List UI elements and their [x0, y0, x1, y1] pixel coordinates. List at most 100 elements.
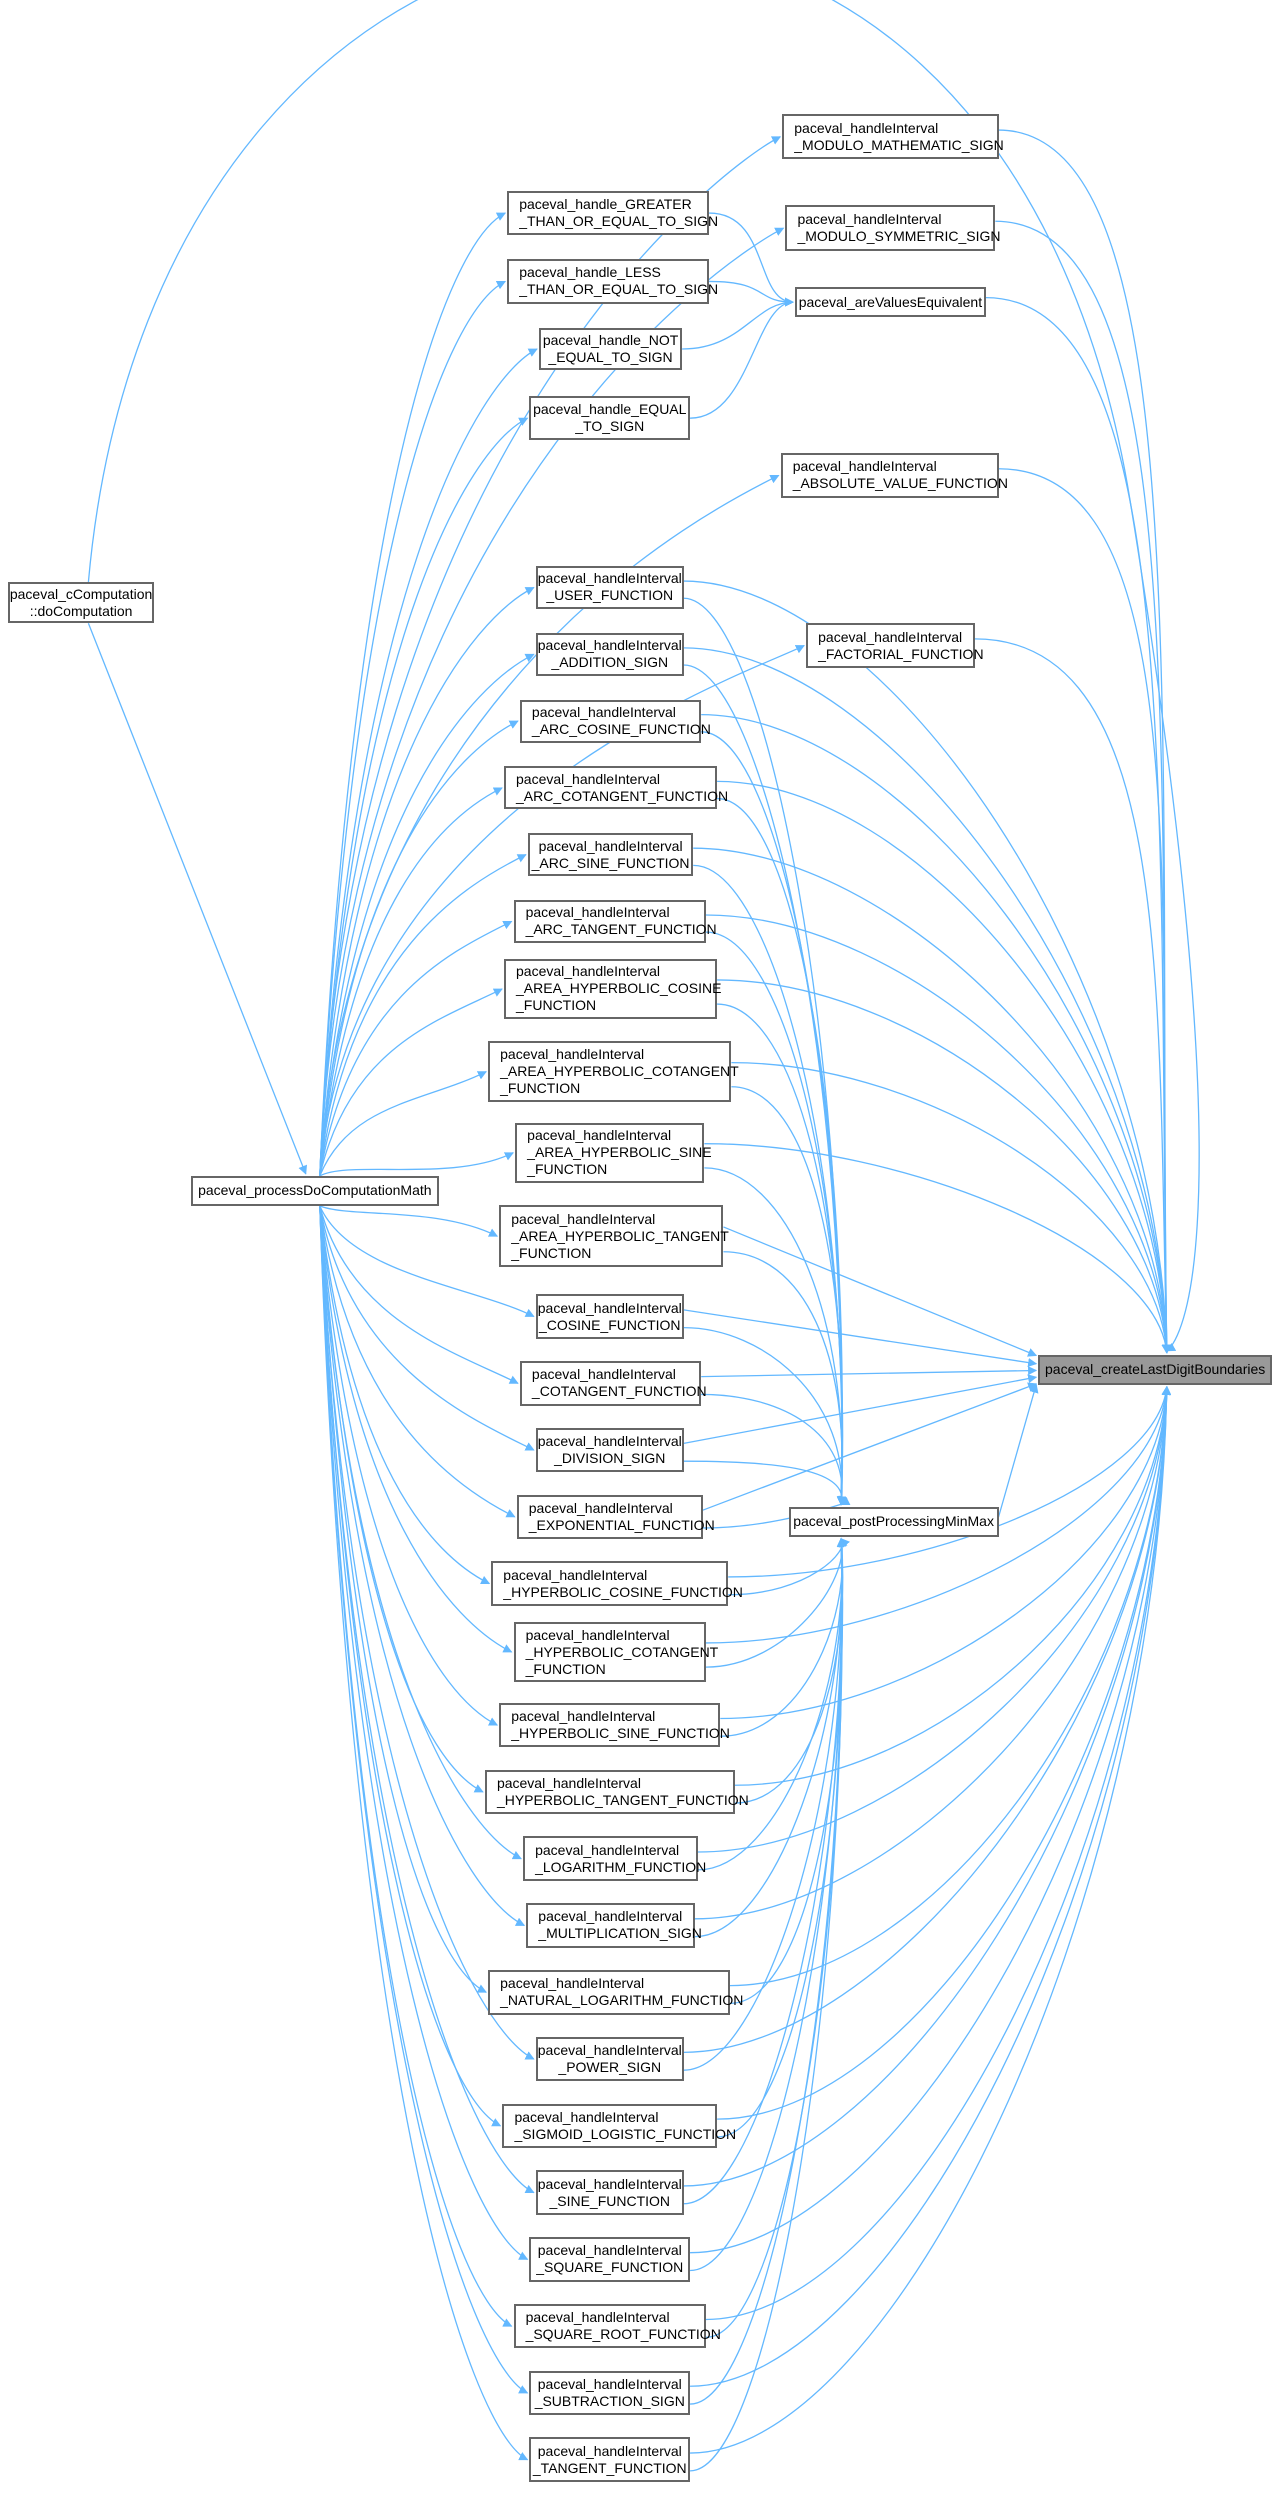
edge-tan-to-post-processing: [690, 1537, 846, 2472]
node-label-line: paceval_handleInterval: [525, 904, 670, 921]
edge-sin-to-post-processing: [683, 1537, 846, 2205]
node-exp[interactable]: paceval_handleInterval_EXPONENTIAL_FUNCT…: [516, 1494, 715, 1540]
node-label-line: _POWER_SIGN: [558, 2059, 662, 2076]
node-label-line: _EQUAL_TO_SIGN: [548, 348, 673, 365]
node-fact[interactable]: paceval_handleInterval_FACTORIAL_FUNCTIO…: [806, 623, 984, 668]
edge-log-to-post-processing: [698, 1537, 847, 1871]
edge-acosh-to-target: [717, 979, 1171, 1354]
edge-process-to-pow: [319, 1205, 535, 2060]
node-process[interactable]: paceval_processDoComputationMath: [190, 1175, 439, 1206]
node-cot[interactable]: paceval_handleInterval_COTANGENT_FUNCTIO…: [519, 1361, 707, 1406]
edge-cot-to-target: [701, 1366, 1038, 1378]
node-div[interactable]: paceval_handleInterval_DIVISION_SIGN: [535, 1427, 684, 1473]
node-tan[interactable]: paceval_handleInterval_TANGENT_FUNCTION: [529, 2437, 691, 2482]
node-cosh[interactable]: paceval_handleInterval_HYPERBOLIC_COSINE…: [491, 1561, 743, 1606]
node-asin[interactable]: paceval_handleInterval_ARC_SINE_FUNCTION: [527, 833, 694, 877]
node-post[interactable]: paceval_postProcessingMinMax: [788, 1506, 999, 1537]
node-pow[interactable]: paceval_handleInterval_POWER_SIGN: [535, 2036, 684, 2082]
edge-process-to-sq: [319, 1205, 529, 2260]
node-label-line: _NATURAL_LOGARITHM_FUNCTION: [500, 1992, 744, 2009]
edge-process-to-sqrt: [319, 1205, 513, 2327]
node-greater[interactable]: paceval_handle_GREATER_THAN_OR_EQUAL_TO_…: [507, 190, 718, 236]
node-label-line: _SQUARE_FUNCTION: [536, 2259, 684, 2276]
edge-cosh-to-target: [728, 1385, 1171, 1578]
edge-mul-to-post-processing: [694, 1537, 847, 1938]
node-tanh[interactable]: paceval_handleInterval_HYPERBOLIC_TANGEN…: [484, 1769, 749, 1815]
node-sub[interactable]: paceval_handleInterval_SUBTRACTION_SIGN: [529, 2370, 691, 2416]
node-label-line: _LOGARITHM_FUNCTION: [535, 1858, 707, 1875]
node-label-line: _SQUARE_ROOT_FUNCTION: [525, 2326, 721, 2343]
node-less[interactable]: paceval_handle_LESS_THAN_OR_EQUAL_TO_SIG…: [507, 259, 718, 304]
node-sq[interactable]: paceval_handleInterval_SQUARE_FUNCTION: [529, 2237, 691, 2282]
node-log[interactable]: paceval_handleInterval_LOGARITHM_FUNCTIO…: [523, 1836, 706, 1881]
node-label-line: _ARC_COSINE_FUNCTION: [531, 721, 711, 738]
edge-process-to-user: [319, 586, 535, 1176]
node-sinh[interactable]: paceval_handleInterval_HYPERBOLIC_SINE_F…: [499, 1702, 730, 1748]
edge-process-to-exp: [319, 1205, 516, 1518]
edge-abs-to-target: [998, 468, 1172, 1354]
node-label-line: paceval_handleInterval: [538, 1908, 683, 1925]
edge-process-to-eq: [319, 417, 529, 1176]
node-label-line: paceval_handleInterval: [537, 2442, 682, 2459]
node-atan[interactable]: paceval_handleInterval_ARC_TANGENT_FUNCT…: [513, 899, 717, 943]
node-label-line: _ARC_TANGENT_FUNCTION: [525, 921, 717, 938]
node-mod-math[interactable]: paceval_handleInterval_MODULO_MATHEMATIC…: [782, 114, 1004, 159]
node-label-line: paceval_handleInterval: [496, 1774, 641, 1791]
node-abs[interactable]: paceval_handleInterval_ABSOLUTE_VALUE_FU…: [780, 453, 1008, 498]
node-label-line: _FUNCTION: [516, 997, 597, 1014]
edge-cos-to-target: [683, 1309, 1038, 1368]
node-label-line: paceval_handle_EQUAL: [533, 401, 687, 418]
node-label-line: _COSINE_FUNCTION: [538, 1316, 681, 1333]
node-cos[interactable]: paceval_handleInterval_COSINE_FUNCTION: [535, 1294, 684, 1339]
node-acos[interactable]: paceval_handleInterval_ARC_COSINE_FUNCTI…: [519, 699, 711, 743]
node-label-line: _MULTIPLICATION_SIGN: [538, 1925, 702, 1942]
node-acosh[interactable]: paceval_handleInterval_AREA_HYPERBOLIC_C…: [504, 958, 721, 1020]
node-add[interactable]: paceval_handleInterval_ADDITION_SIGN: [535, 632, 684, 676]
node-eq[interactable]: paceval_handle_EQUAL_TO_SIGN: [529, 395, 691, 441]
node-label-line: _THAN_OR_EQUAL_TO_SIGN: [519, 213, 719, 230]
node-c-computation[interactable]: paceval_cComputation::doComputation: [7, 581, 155, 624]
edge-tan-to-target: [690, 1385, 1172, 2454]
edge-acos-to-post-processing: [701, 731, 846, 1506]
edge-cosh-to-post-processing: [728, 1537, 850, 1596]
edge-sig-to-post-processing: [717, 1537, 846, 2138]
node-user[interactable]: paceval_handleInterval_USER_FUNCTION: [535, 566, 684, 609]
edge-ccomputation-to-target: [87, 0, 1200, 1352]
node-label-line: _COTANGENT_FUNCTION: [531, 1383, 707, 1400]
edge-add-to-target: [683, 647, 1172, 1354]
node-not-eq[interactable]: paceval_handle_NOT_EQUAL_TO_SIGN: [539, 327, 683, 371]
node-sin[interactable]: paceval_handleInterval_SINE_FUNCTION: [535, 2170, 684, 2215]
node-label-line: paceval_handleInterval: [537, 637, 682, 654]
node-mod-sym[interactable]: paceval_handleInterval_MODULO_SYMMETRIC_…: [785, 205, 1001, 252]
edge-process-to-cot: [319, 1205, 519, 1384]
node-ln[interactable]: paceval_handleInterval_NATURAL_LOGARITHM…: [488, 1970, 743, 2015]
node-label-line: _SINE_FUNCTION: [549, 2192, 671, 2209]
node-mul[interactable]: paceval_handleInterval_MULTIPLICATION_SI…: [526, 1903, 702, 1948]
node-asinh[interactable]: paceval_handleInterval_AREA_HYPERBOLIC_S…: [515, 1122, 712, 1183]
node-label-line: _FUNCTION: [511, 1244, 592, 1261]
edge-process-to-greater: [319, 212, 507, 1176]
node-target[interactable]: paceval_createLastDigitBoundaries: [1038, 1354, 1272, 1385]
edge-atan-to-target: [705, 914, 1171, 1354]
node-label-line: paceval_handleInterval: [537, 2242, 682, 2259]
node-sig[interactable]: paceval_handleInterval_SIGMOID_LOGISTIC_…: [502, 2103, 736, 2149]
node-atanh[interactable]: paceval_handleInterval_AREA_HYPERBOLIC_T…: [499, 1205, 729, 1268]
node-acoth[interactable]: paceval_handleInterval_AREA_HYPERBOLIC_C…: [488, 1041, 739, 1102]
edge-pow-to-target: [683, 1385, 1172, 2054]
node-coth[interactable]: paceval_handleInterval_HYPERBOLIC_COTANG…: [513, 1621, 718, 1683]
node-label-line: paceval_handleInterval: [535, 1841, 680, 1858]
node-label-line: paceval_areValuesEquivalent: [798, 293, 983, 310]
node-are-eq[interactable]: paceval_areValuesEquivalent: [795, 287, 986, 318]
edge-log-to-target: [698, 1385, 1172, 1853]
edge-process-to-atan: [319, 920, 513, 1177]
edge-process-to-tan: [319, 1205, 529, 2461]
node-sqrt[interactable]: paceval_handleInterval_SQUARE_ROOT_FUNCT…: [513, 2303, 721, 2349]
node-acot[interactable]: paceval_handleInterval_ARC_COTANGENT_FUN…: [504, 766, 728, 810]
node-label-line: _HYPERBOLIC_COSINE_FUNCTION: [503, 1583, 743, 1600]
edge-eq-to-are-values-equivalent: [690, 297, 794, 419]
node-label-line: paceval_handleInterval: [511, 1708, 656, 1725]
edge-tanh-to-target: [734, 1385, 1171, 1786]
node-label-line: _FACTORIAL_FUNCTION: [818, 645, 984, 662]
edge-ln-to-target: [729, 1385, 1172, 1987]
edge-process-to-cosh: [319, 1205, 491, 1585]
